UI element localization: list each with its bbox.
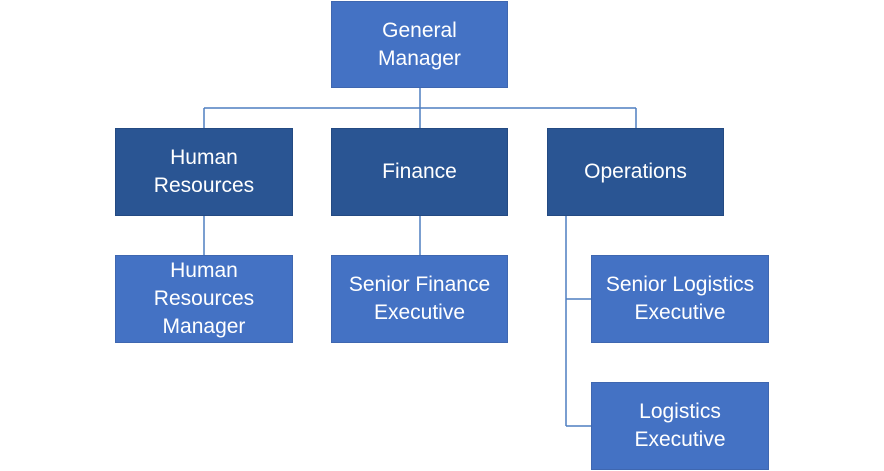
node-label: Human Resources <box>153 146 255 197</box>
node-human-resources-manager: Human Resources Manager <box>115 255 293 343</box>
node-label: Logistics Executive <box>634 400 726 451</box>
node-logistics-executive: Logistics Executive <box>591 382 769 470</box>
node-label: Human Resources Manager <box>153 259 255 338</box>
node-general-manager: General Manager <box>331 1 508 88</box>
node-senior-finance-executive: Senior Finance Executive <box>331 255 508 343</box>
node-label: Operations <box>584 160 687 183</box>
node-human-resources: Human Resources <box>115 128 293 216</box>
node-label: Finance <box>382 160 457 183</box>
node-operations: Operations <box>547 128 724 216</box>
node-finance: Finance <box>331 128 508 216</box>
node-label: Senior Finance Executive <box>348 273 491 324</box>
node-senior-logistics-executive: Senior Logistics Executive <box>591 255 769 343</box>
node-label: General Manager <box>378 18 461 70</box>
node-label: Senior Logistics Executive <box>605 273 755 324</box>
